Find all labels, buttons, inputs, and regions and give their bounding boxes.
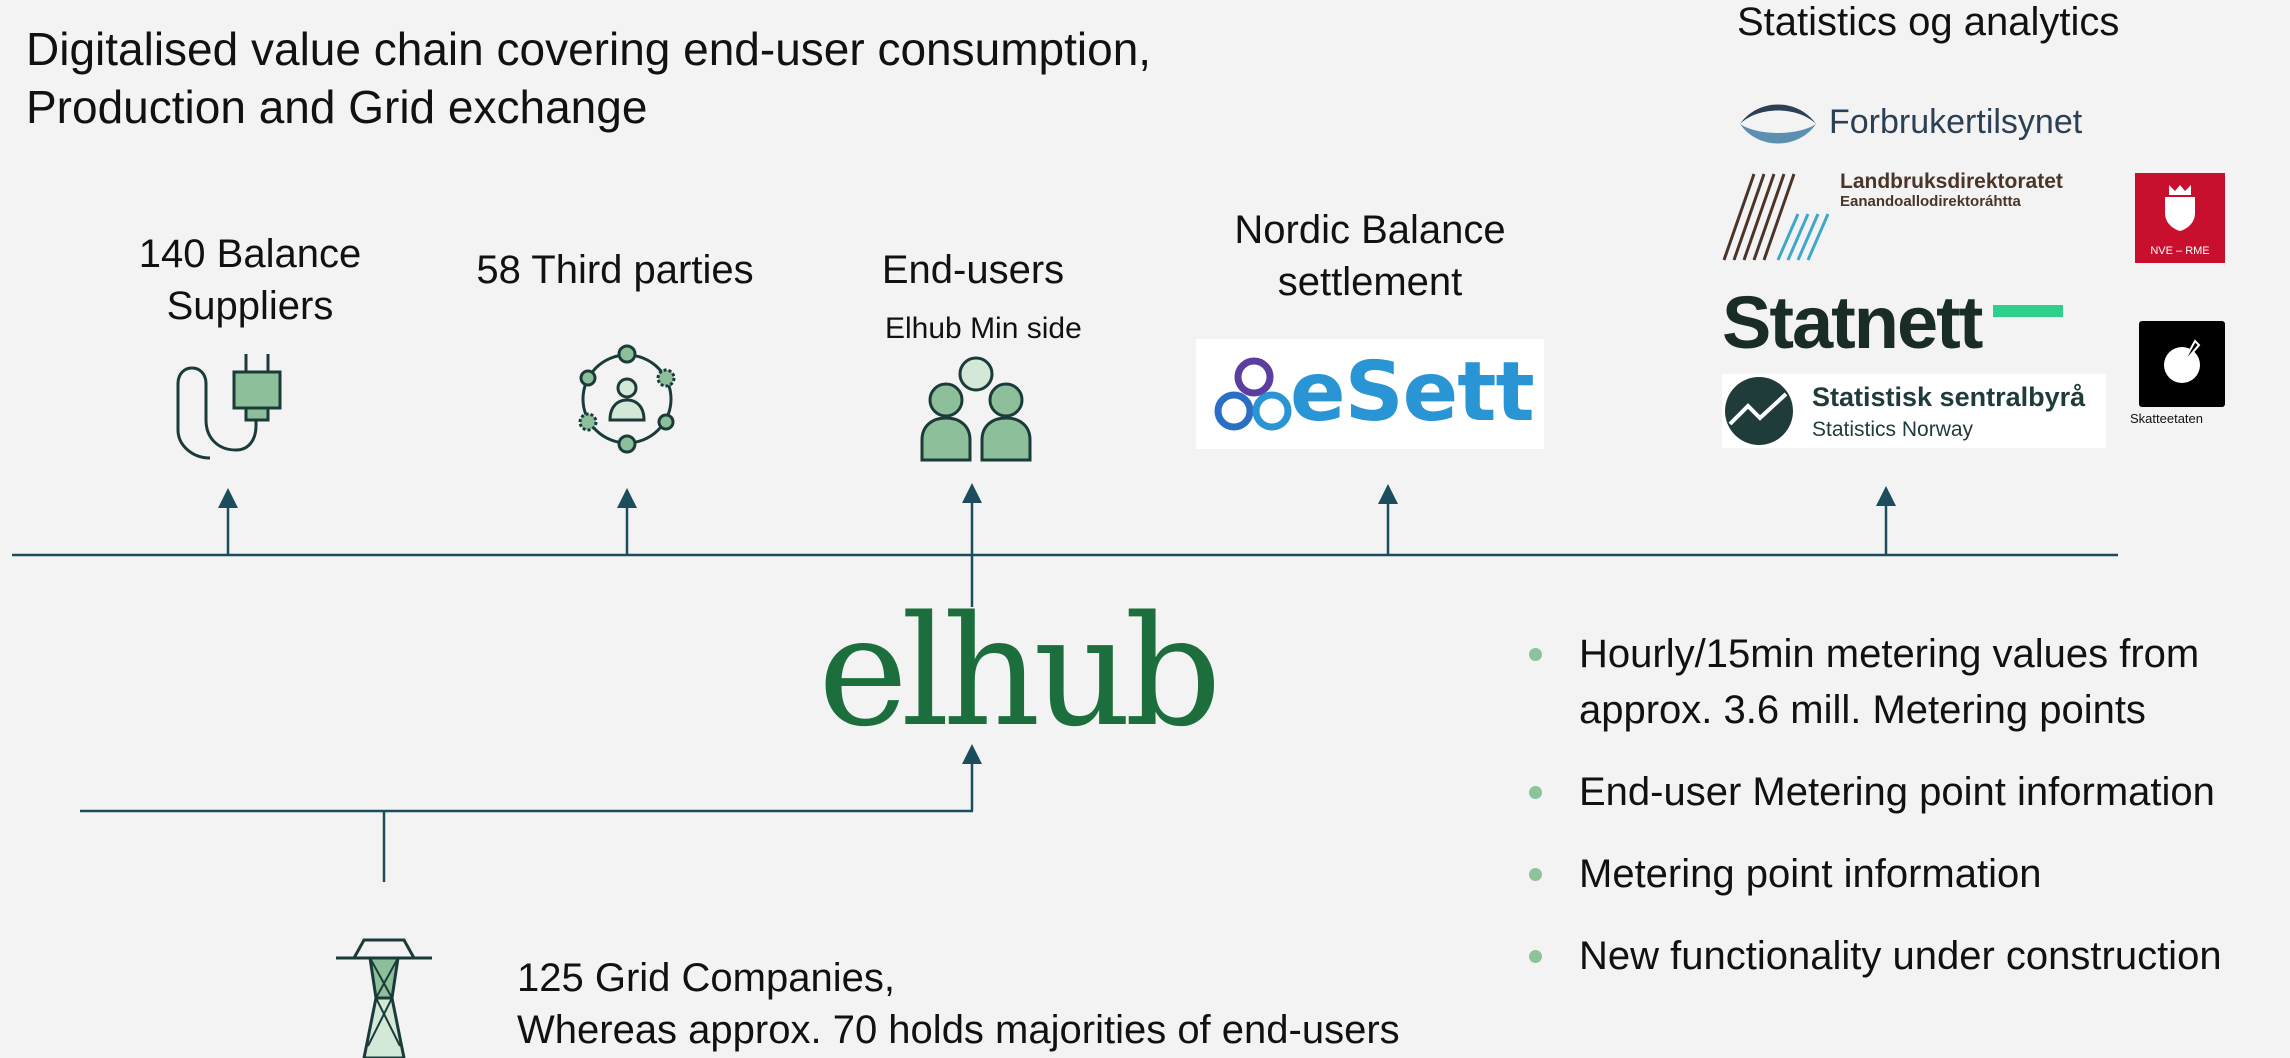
grid-companies-text: 125 Grid Companies, Whereas approx. 70 h…: [517, 952, 1400, 1056]
bullet-item: New functionality under construction: [1525, 928, 2285, 984]
bullet-item: End-user Metering point information: [1525, 764, 2285, 820]
bullet-text: End-user Metering point information: [1579, 770, 2215, 814]
esett-logo-text: eSett: [1290, 345, 1535, 440]
bullet-item: Hourly/15min metering values from approx…: [1525, 626, 2285, 738]
skatteetaten-logo-text: Skatteetaten: [2130, 411, 2203, 426]
bullet-text: New functionality under construction: [1579, 934, 2222, 978]
grid-companies-line-1: 125 Grid Companies,: [517, 956, 895, 1000]
bullet-dot: [1529, 950, 1542, 963]
statnett-logo-text: Statnett: [1722, 281, 1983, 364]
ssb-logo-text: Statistisk sentralbyrå: [1812, 382, 2086, 412]
feature-bullet-list: Hourly/15min metering values from approx…: [1525, 626, 2285, 1010]
power-pylon-icon: [336, 938, 432, 1058]
ssb-subtitle: Statistics Norway: [1812, 418, 1974, 441]
page-title: Digitalised value chain covering end-use…: [26, 20, 1151, 136]
balance-suppliers-line-2: Suppliers: [166, 284, 334, 328]
third-parties-label: 58 Third parties: [476, 248, 754, 292]
skatteetaten-icon: [2164, 339, 2201, 383]
esett-logo: eSett: [1196, 339, 1544, 449]
statnett-accent-bar: [1993, 305, 2063, 317]
end-users-label: End-users: [881, 248, 1065, 292]
bullet-text: Metering point information: [1579, 852, 2042, 896]
landbruksdirektoratet-subtitle: Eanandoallodirektoráhtta: [1840, 193, 2021, 210]
esett-swirl-icon: [1214, 357, 1292, 431]
bullet-text: Hourly/15min metering values from: [1579, 632, 2200, 676]
title-line-1: Digitalised value chain covering end-use…: [26, 23, 1152, 75]
elhub-min-side-label: Elhub Min side: [885, 312, 1082, 345]
elhub-logo: elhub: [818, 583, 1222, 760]
plug-icon: [176, 354, 282, 460]
network-people-icon: [578, 344, 676, 454]
forbrukertilsynet-icon: [1740, 104, 1816, 144]
nordic-balance-line-2: settlement: [1277, 260, 1463, 304]
bullet-item: Metering point information: [1525, 846, 2285, 902]
people-group-icon: [920, 356, 1032, 462]
grid-companies-line-2: Whereas approx. 70 holds majorities of e…: [517, 1008, 1400, 1052]
skatteetaten-logo: [2139, 321, 2225, 407]
ssb-icon: [1725, 377, 1793, 445]
nve-crest-icon: [2165, 185, 2195, 231]
bullet-text-continued: approx. 3.6 mill. Metering points: [1579, 688, 2146, 732]
statistics-title: Statistics og analytics: [1737, 0, 2120, 44]
forbrukertilsynet-logo-text: Forbrukertilsynet: [1829, 103, 2083, 141]
landbruksdirektoratet-icon: [1722, 173, 1830, 261]
balance-suppliers-label: 140 Balance Suppliers: [130, 228, 370, 332]
bullet-dot: [1529, 786, 1542, 799]
nve-rme-logo: NVE – RME: [2135, 173, 2225, 263]
balance-suppliers-line-1: 140 Balance: [138, 232, 362, 276]
landbruksdirektoratet-logo-text: Landbruksdirektoratet: [1840, 170, 2063, 193]
nordic-balance-label: Nordic Balance settlement: [1200, 204, 1540, 308]
nve-rme-text: NVE – RME: [2150, 245, 2210, 257]
title-line-2: Production and Grid exchange: [26, 81, 648, 133]
nordic-balance-line-1: Nordic Balance: [1234, 208, 1506, 252]
bullet-dot: [1529, 648, 1542, 661]
bullet-dot: [1529, 868, 1542, 881]
ssb-logo: [1722, 374, 2106, 448]
